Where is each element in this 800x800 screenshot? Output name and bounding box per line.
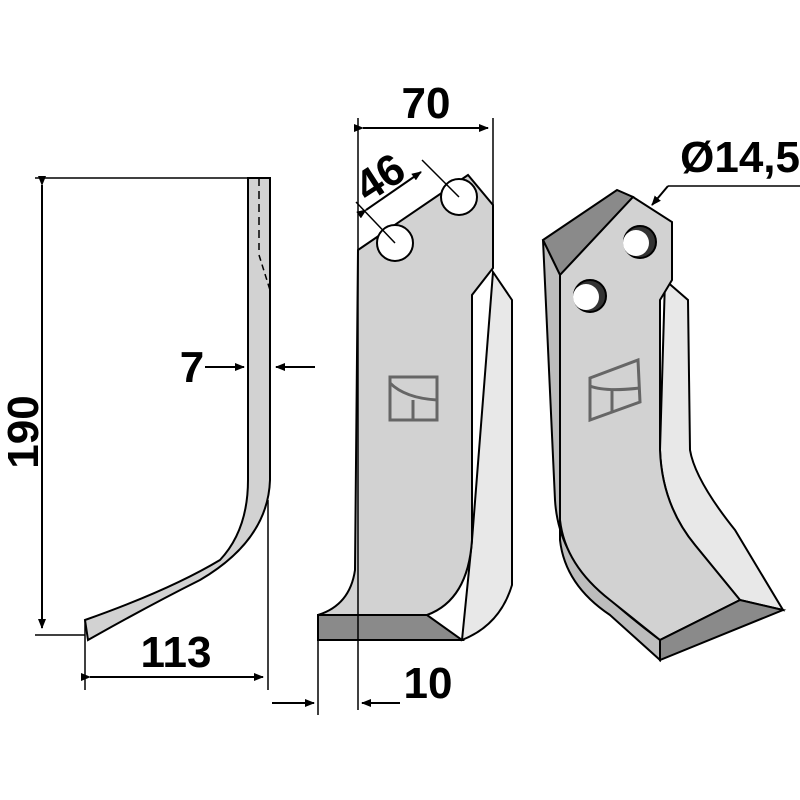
- thickness-label: 7: [180, 343, 204, 392]
- dimension-lines: [35, 118, 800, 715]
- hole-diameter-label: Ø14,5: [680, 133, 800, 182]
- front-view-blade: [317, 173, 513, 642]
- side-width-label: 113: [141, 628, 212, 677]
- perspective-view-blade: [541, 188, 787, 663]
- overall-width-label: 70: [402, 79, 451, 128]
- hole-spacing-label: 46: [346, 144, 414, 212]
- side-view: [83, 177, 271, 642]
- offset-label: 10: [404, 659, 453, 708]
- height-label: 190: [0, 395, 48, 468]
- brand-logo-icon: [588, 357, 642, 423]
- brand-logo-icon: [388, 375, 439, 422]
